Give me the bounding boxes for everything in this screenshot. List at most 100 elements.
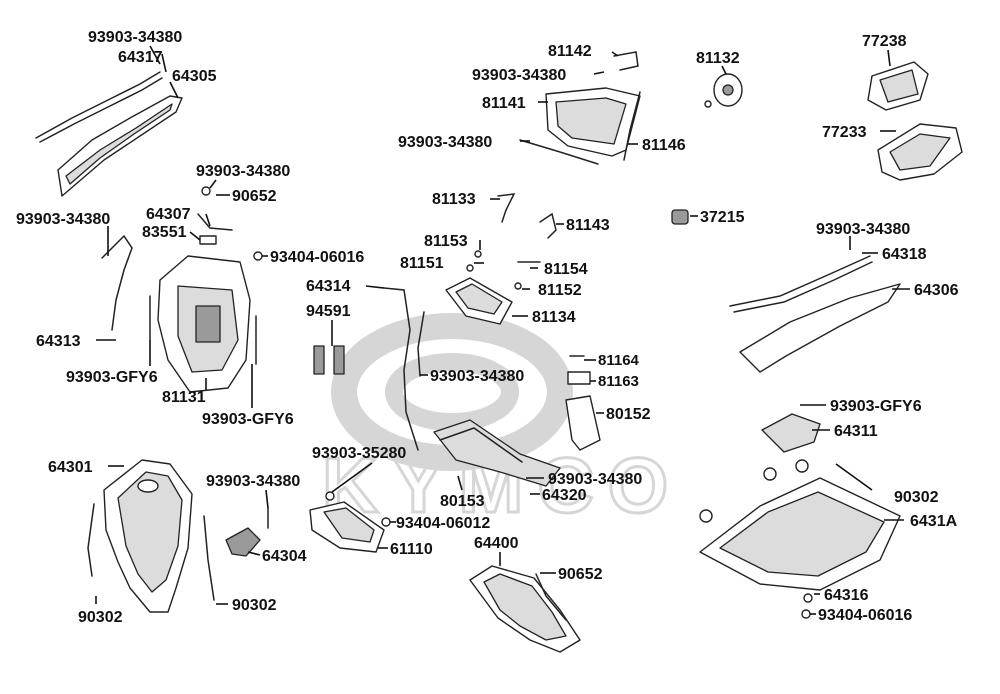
label-81143: 81143 (566, 217, 610, 234)
part-64305-groove (65, 103, 173, 185)
label-93903-34380-f: 93903-34380 (430, 368, 524, 385)
part-81142-bracket (613, 51, 639, 71)
label-93903-34380-a: 93903-34380 (88, 29, 182, 46)
leader-lines (95, 45, 910, 615)
part-64311-panel (761, 413, 821, 453)
part-64313-trim (101, 234, 133, 331)
label-64304: 64304 (262, 548, 307, 565)
label-93903-34380-b: 93903-34380 (196, 163, 290, 180)
part-93404-06016-screw-b (801, 609, 811, 619)
leader-83551 (189, 231, 201, 241)
label-93903-34380-d: 93903-34380 (472, 67, 566, 84)
label-64317: 64317 (118, 49, 163, 66)
leader-93903-34380-b (209, 179, 217, 189)
part-6431A-grommet-c (699, 509, 713, 523)
label-90302-c: 90302 (232, 597, 277, 614)
label-77238: 77238 (862, 33, 907, 50)
leader-64314 (365, 285, 385, 289)
leader-64304 (247, 551, 261, 556)
label-81132: 81132 (696, 50, 740, 67)
label-81153: 81153 (424, 233, 468, 250)
part-64317-trim-strip-edge (39, 77, 163, 143)
part-90302-screws-a (87, 503, 95, 577)
part-77238-face (879, 69, 919, 103)
label-37215: 37215 (700, 209, 745, 226)
label-81152: 81152 (538, 282, 582, 299)
label-93903-34380-i: 93903-34380 (548, 471, 642, 488)
label-64311: 64311 (834, 423, 878, 440)
part-81134-latch (445, 250, 541, 325)
part-64318-trim-strip (729, 255, 871, 307)
label-90302-b: 90302 (78, 609, 123, 626)
part-94591-pad-a (313, 345, 325, 375)
part-64320-trim (433, 419, 561, 487)
part-64306-body (739, 283, 901, 373)
leader-93903-35280 (331, 462, 373, 493)
part-64400-lower-cover (469, 565, 581, 653)
leader-64317 (161, 53, 167, 73)
part-81132-washer (704, 100, 712, 108)
part-93903-35280-screw (325, 491, 335, 501)
part-77238-housing (867, 61, 929, 111)
label-64313: 64313 (36, 333, 81, 350)
part-81141-storage-lid (519, 51, 641, 165)
part-80152-bracket (565, 395, 601, 451)
part-90652-screw (201, 186, 211, 196)
part-83551-grommet (199, 235, 217, 245)
label-80153: 80153 (440, 493, 485, 510)
part-64320-edge (439, 427, 523, 463)
leader-77238 (887, 49, 891, 67)
label-93903-34380-e: 93903-34380 (398, 134, 492, 151)
part-77233-housing (877, 123, 963, 181)
leader-93903-34380-d (593, 71, 605, 75)
part-93404-06012-screw (381, 517, 391, 527)
part-64318-trim-edge (733, 261, 873, 313)
part-64320-body (433, 419, 561, 487)
part-94591-pad-b (333, 345, 345, 375)
part-64314-trim-strip (383, 287, 419, 451)
part-6431A-floorboard (699, 459, 901, 619)
part-81146-seal (623, 91, 641, 161)
part-93903-34380-strip-f (417, 311, 425, 377)
part-6431A-grommet-a (763, 467, 777, 481)
label-93404-06012: 93404-06012 (396, 515, 490, 532)
leader-80153 (457, 475, 463, 491)
label-90652-a: 90652 (232, 188, 277, 205)
label-81131: 81131 (162, 389, 206, 406)
label-64316: 64316 (824, 587, 869, 604)
part-90652-screws (535, 573, 567, 621)
label-64301: 64301 (48, 459, 93, 476)
label-90652-b: 90652 (558, 566, 603, 583)
label-77233: 77233 (822, 124, 867, 141)
part-81134-face (455, 283, 503, 315)
label-61110: 61110 (390, 541, 433, 558)
part-64301-emblem (137, 479, 159, 493)
label-81142: 81142 (548, 43, 592, 60)
label-64314: 64314 (306, 278, 351, 295)
label-93903-34380-c: 93903-34380 (16, 211, 110, 228)
label-93903-35280: 93903-35280 (312, 445, 406, 462)
watermark-inner-ring (385, 353, 519, 431)
label-81164: 81164 (598, 352, 640, 369)
label-83551: 83551 (142, 224, 187, 241)
label-94591: 94591 (306, 303, 351, 320)
label-93404-06016-a: 93404-06016 (270, 249, 364, 266)
part-81131-inner-box (157, 255, 251, 393)
part-81152-bolt (514, 282, 522, 290)
leader-93903-34380-a (149, 45, 161, 65)
part-64305-side-cover (35, 71, 183, 197)
part-93903-34380-strip-e (519, 139, 599, 165)
label-6431A: 6431A (910, 513, 958, 530)
part-81132-keyhole (722, 84, 734, 96)
label-64305: 64305 (172, 68, 217, 85)
label-81146: 81146 (642, 137, 686, 154)
part-81163-catch (567, 371, 591, 385)
label-64306: 64306 (914, 282, 959, 299)
leader-64307 (205, 213, 211, 227)
part-81131-cavity (195, 305, 221, 343)
label-81151: 81151 (400, 255, 444, 272)
part-37215-clip (671, 209, 689, 225)
label-93903-GFY6-a: 93903-GFY6 (66, 369, 158, 386)
